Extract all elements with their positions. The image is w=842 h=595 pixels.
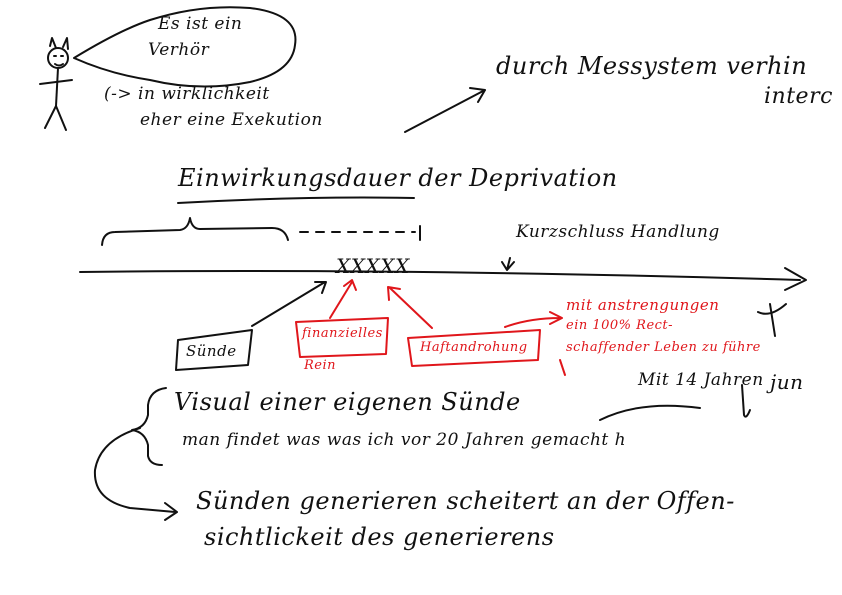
visual-brace <box>131 387 167 466</box>
age-note: Mit 14 Jahren <box>638 370 764 390</box>
timeline-arrowhead <box>784 267 807 291</box>
conclusion-line2: sichtlickeit des generierens <box>204 523 555 551</box>
timeline-marks: XXXXX <box>336 254 410 278</box>
stick-figure <box>39 37 73 131</box>
visual-line1: Visual einer eigenen Sünde <box>174 388 521 416</box>
red-note-line2: ein 100% Rect- <box>566 318 674 333</box>
bubble-text-line2: Verhör <box>148 40 210 60</box>
visual-line2: man findet was was ich vor 20 Jahren gem… <box>182 430 627 450</box>
finance-label-line2: Rein <box>304 358 337 373</box>
red-note-line3: schaffender Leben zu führe <box>566 340 761 355</box>
suende-label: Sünde <box>186 342 237 360</box>
top-right-line2: interc <box>764 84 833 109</box>
duration-brace <box>101 217 289 246</box>
red-arrow-haft <box>387 286 433 329</box>
red-arrow-note <box>504 311 563 328</box>
arrow-suende <box>251 281 327 327</box>
bubble-note-line1: (-> in wirklichkeit <box>104 84 270 104</box>
haft-box <box>407 329 541 367</box>
conclusion-arrow <box>93 427 178 521</box>
top-right-line1: durch Messystem verhin <box>496 52 808 80</box>
speech-bubble <box>73 6 297 88</box>
bubble-text-line1: Es ist ein <box>158 14 243 34</box>
suende-box <box>175 329 253 371</box>
bubble-note-line2: eher eine Exekution <box>140 110 323 130</box>
age-note-suffix: jun <box>770 370 804 394</box>
red-note-line1: mit anstrengungen <box>566 296 720 314</box>
title-underline <box>177 196 415 204</box>
timeline-axis <box>79 270 801 281</box>
conclusion-line1: Sünden generieren scheitert an der Offen… <box>196 487 735 515</box>
page-title: Einwirkungsdauer der Deprivation <box>178 164 618 192</box>
timeline-label: Kurzschluss Handlung <box>516 222 720 242</box>
finance-box <box>295 317 389 358</box>
arrow-up-right <box>404 87 486 133</box>
red-arrow-finance <box>329 279 357 319</box>
finance-label-line1: finanzielles <box>302 326 383 341</box>
haft-label: Haftandrohung <box>420 340 528 355</box>
